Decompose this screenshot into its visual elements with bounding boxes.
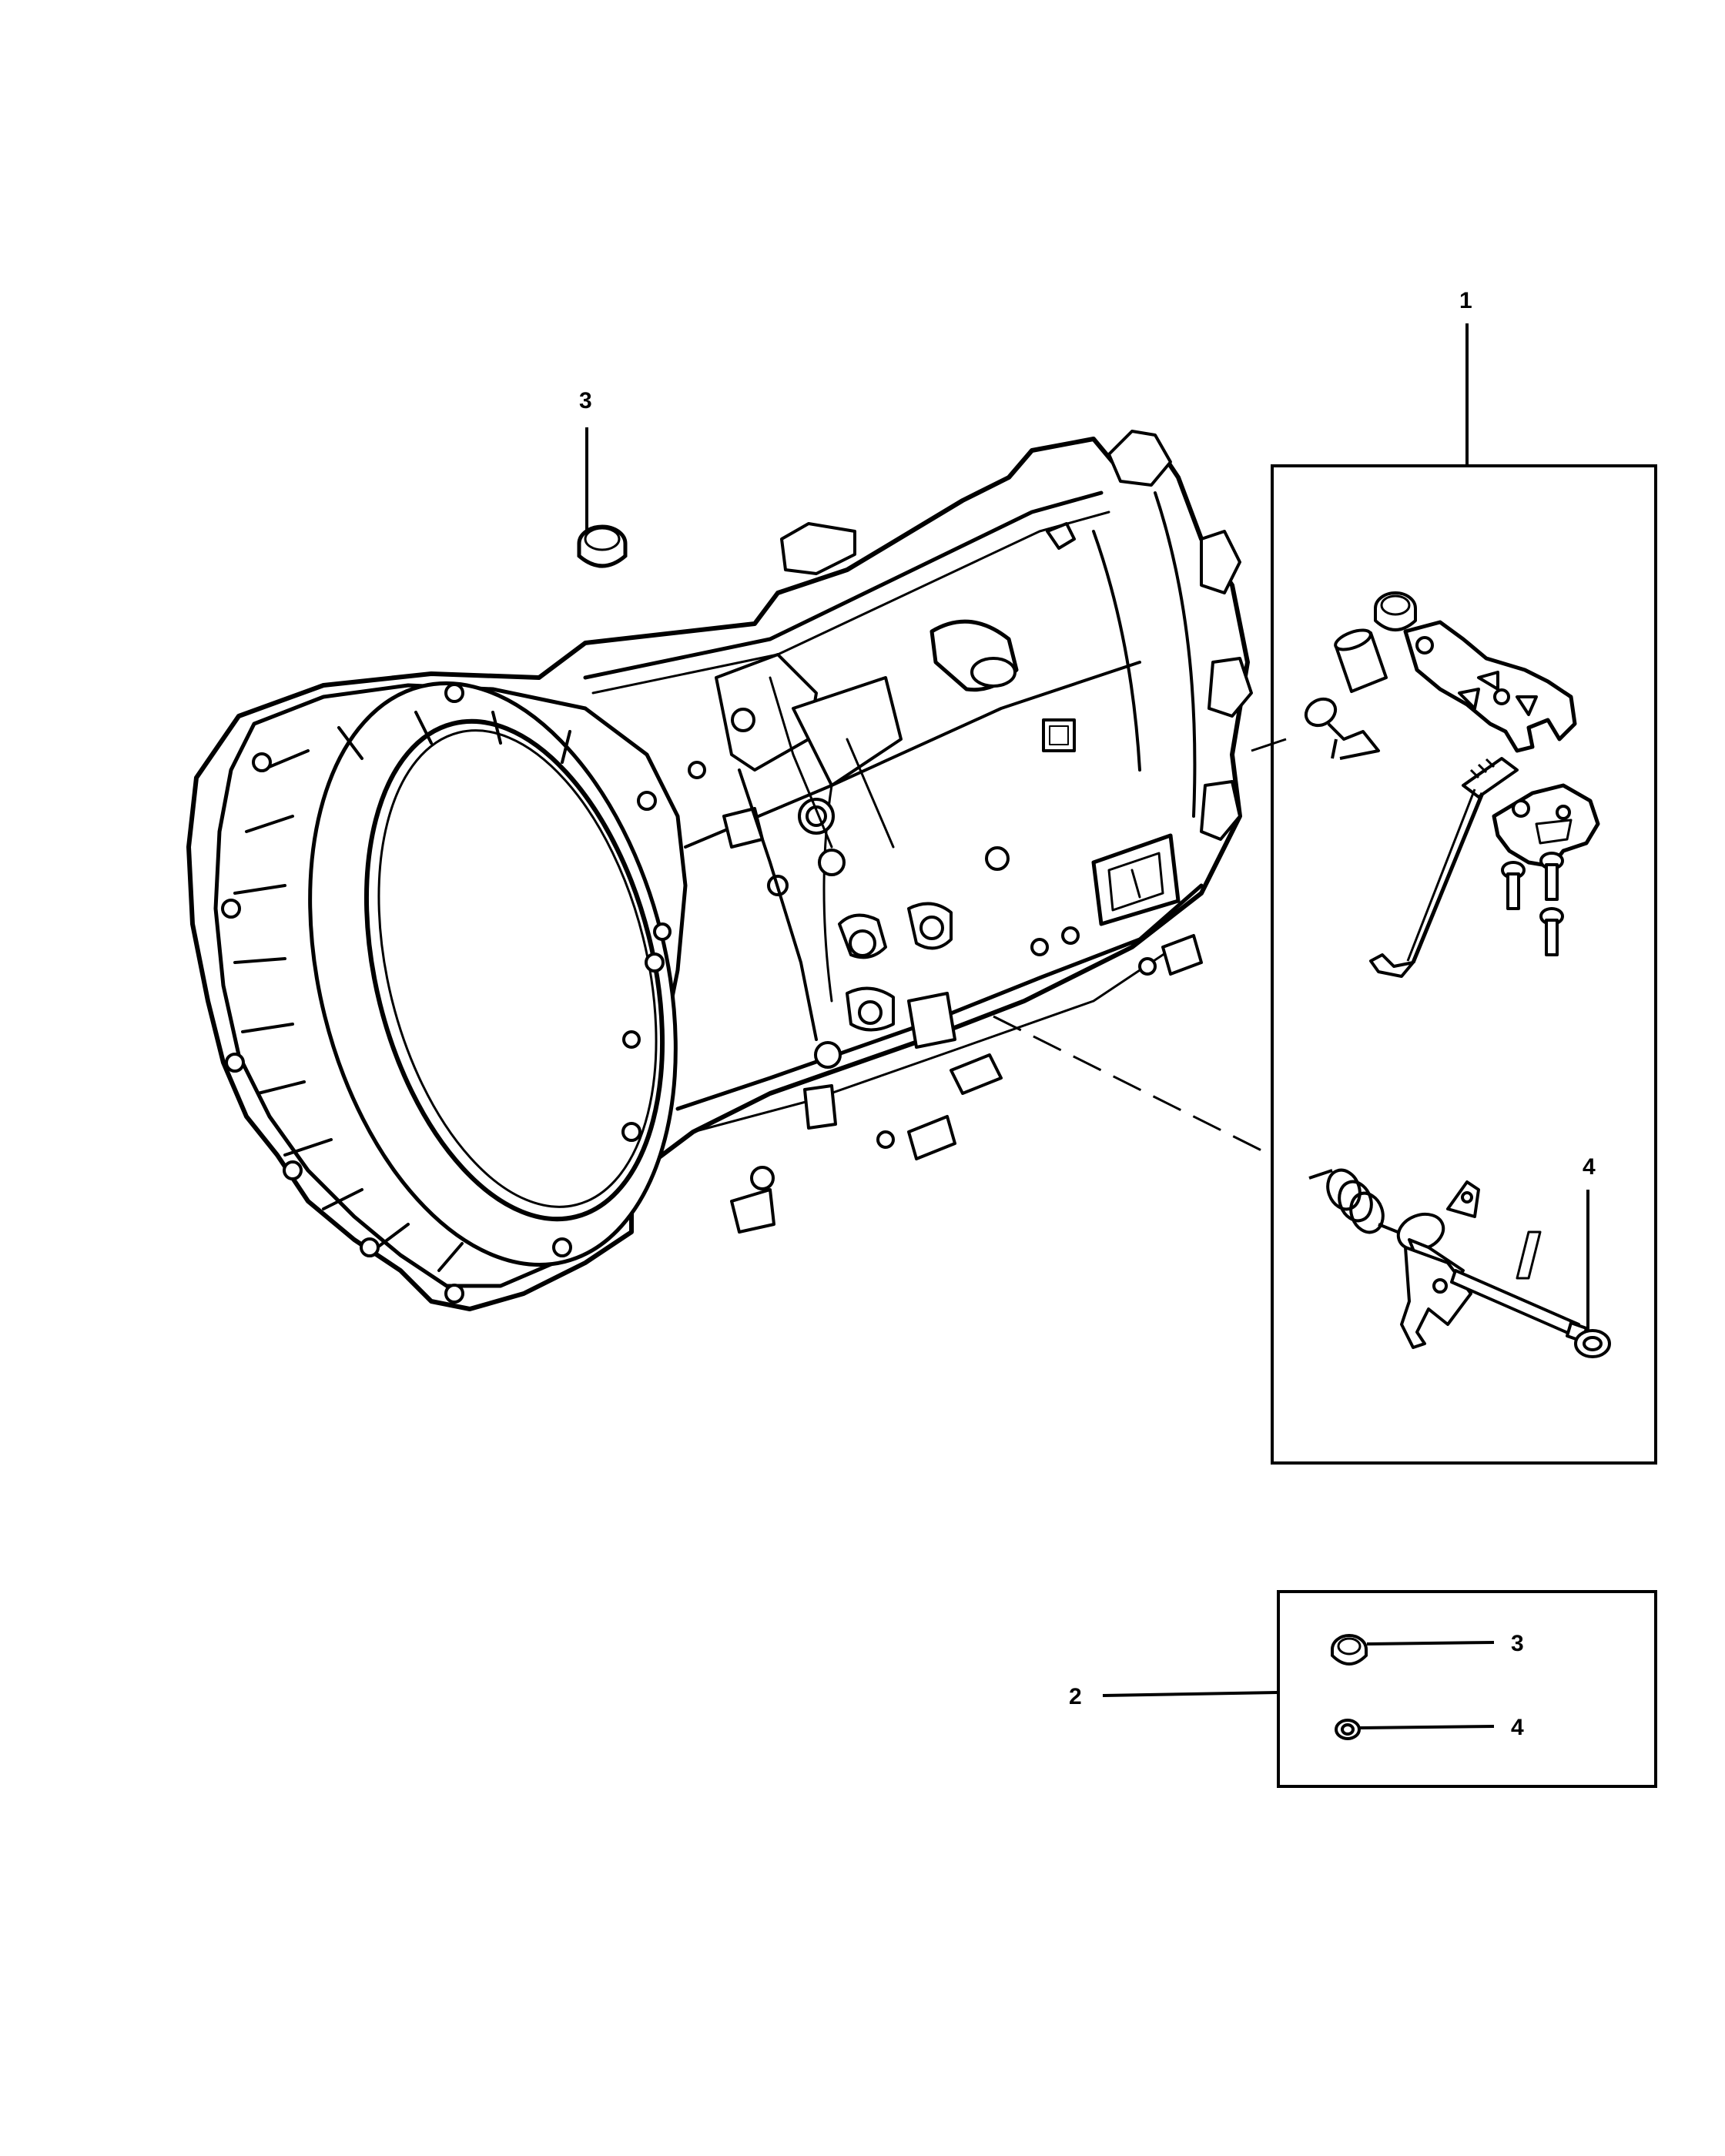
kit-plug <box>1374 591 1417 631</box>
kit-bolts <box>1501 852 1564 956</box>
case-id-plate <box>1042 718 1076 752</box>
kit-seal <box>1574 1329 1611 1358</box>
callout-2: 2 <box>1069 1684 1082 1709</box>
leader-4-kit <box>1358 1725 1495 1729</box>
callout-3-kit: 3 <box>1511 1631 1524 1656</box>
callout-4-kit: 4 <box>1511 1715 1524 1740</box>
kit-2-plug <box>1331 1634 1368 1666</box>
plug-part-top <box>577 524 628 568</box>
kit-manual-lever <box>1403 620 1577 753</box>
kit-park-rod <box>1369 757 1519 978</box>
callout-1: 1 <box>1459 288 1472 313</box>
callout-4-box: 4 <box>1583 1154 1596 1180</box>
tail-housing-lugs <box>1107 430 1172 487</box>
leader-2 <box>1102 1691 1279 1697</box>
case-band <box>684 661 1141 849</box>
leader-3-kit <box>1366 1641 1495 1645</box>
flange-bolt-holes <box>221 683 665 1304</box>
kit-box-2 <box>1277 1590 1657 1788</box>
top-breather-boss <box>780 522 856 575</box>
leader-housing-to-detent <box>1251 738 1287 752</box>
callout-3-top: 3 <box>579 388 592 413</box>
kit-2-seal <box>1335 1719 1361 1740</box>
side-fittings <box>622 653 1203 1234</box>
kit-detent-spring <box>1304 697 1380 760</box>
kit-manual-shaft-assembly <box>1308 1168 1588 1349</box>
transmission-housing <box>186 430 1253 1311</box>
case-top-ridge <box>583 490 1104 680</box>
case-lower-edge <box>675 883 1204 1111</box>
dashed-leader-shaft <box>993 1015 1271 1157</box>
kit-box-1 <box>1271 464 1657 1465</box>
kit-1-parts <box>1304 591 1611 1358</box>
